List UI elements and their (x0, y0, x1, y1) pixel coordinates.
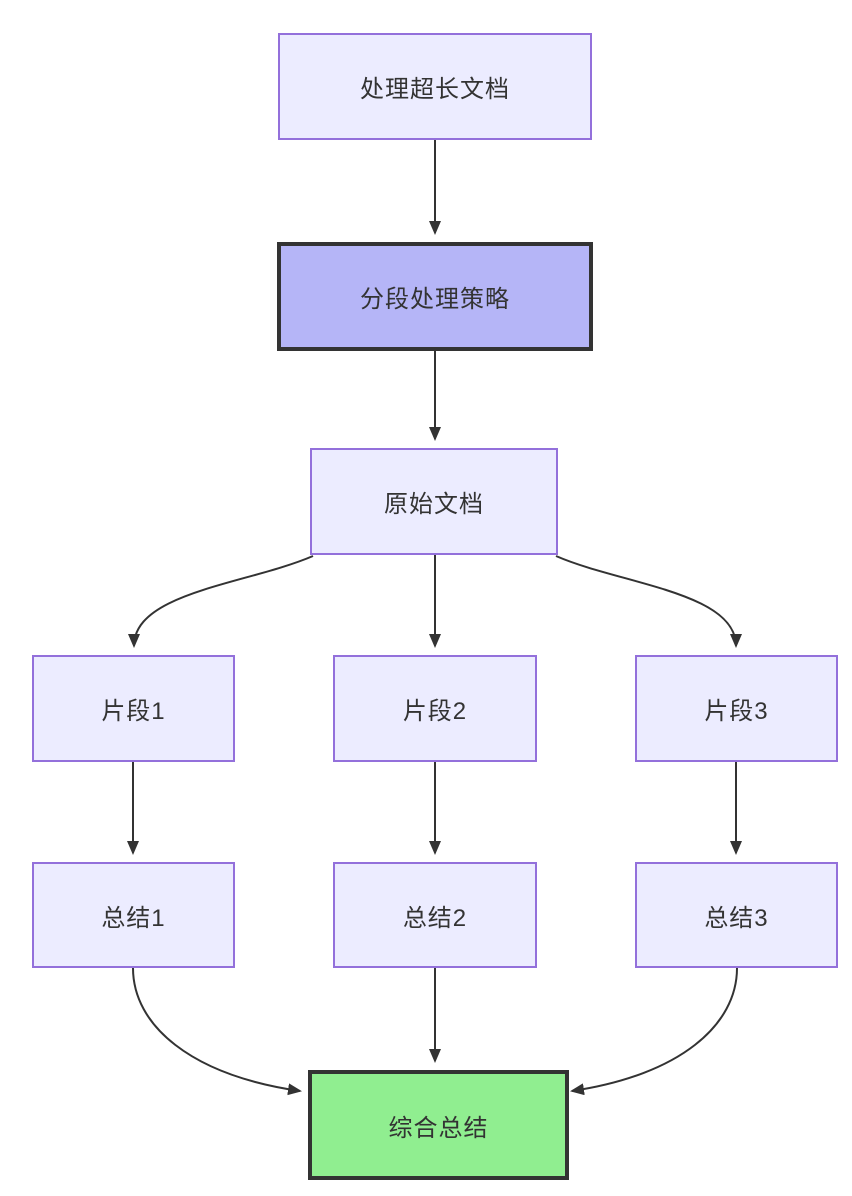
node-fragment-2: 片段2 (333, 655, 537, 762)
node-original-document: 原始文档 (310, 448, 558, 555)
node-summary-2: 总结2 (333, 862, 537, 968)
node-fragment-1: 片段1 (32, 655, 235, 762)
node-summary-1: 总结1 (32, 862, 235, 968)
edge-c-d3 (555, 555, 742, 648)
node-process-long-document: 处理超长文档 (278, 33, 592, 140)
node-label: 总结3 (704, 904, 769, 932)
node-label: 总结2 (402, 904, 468, 932)
node-label: 原始文档 (384, 491, 484, 518)
node-fragment-3: 片段3 (635, 655, 838, 762)
node-label: 总结1 (101, 904, 166, 932)
node-label: 分段处理策略 (360, 286, 510, 313)
node-label: 片段2 (402, 698, 468, 725)
node-label: 片段1 (101, 698, 166, 725)
node-label: 处理超长文档 (360, 76, 510, 103)
edge-c-d1 (128, 555, 314, 648)
edge-e3-f (570, 967, 738, 1096)
node-summary-3: 总结3 (635, 862, 838, 968)
node-segmentation-strategy: 分段处理策略 (277, 242, 593, 351)
node-label: 片段3 (704, 698, 769, 725)
node-label: 综合总结 (388, 1114, 489, 1142)
edge-e1-f (132, 967, 302, 1096)
node-final-summary: 综合总结 (308, 1070, 569, 1180)
